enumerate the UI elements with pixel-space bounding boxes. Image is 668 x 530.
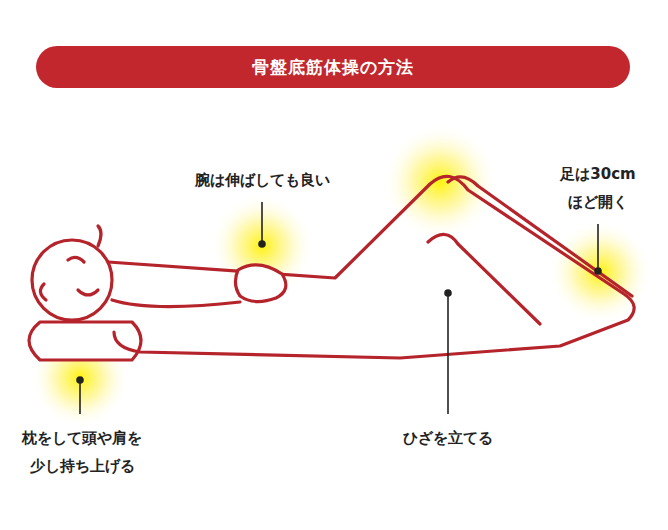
title: 骨盤底筋体操の方法 <box>252 56 414 79</box>
title-bar: 骨盤底筋体操の方法 <box>36 46 630 88</box>
callout-label: 足は30cm ほど開く <box>558 160 638 216</box>
head <box>32 240 112 320</box>
arm <box>112 300 240 307</box>
hair <box>98 226 101 246</box>
callout-label: ひざを立てる <box>368 424 528 452</box>
highlight-glows <box>30 124 652 428</box>
ear <box>40 284 46 300</box>
hands <box>235 265 285 302</box>
callout-label: 枕をして頭や肩を 少し持ち上げる <box>7 424 157 480</box>
mouth <box>78 290 98 295</box>
leader-lines <box>80 202 598 414</box>
pillow <box>29 322 141 360</box>
figure <box>29 176 634 360</box>
leader-dots <box>76 240 602 384</box>
inner-leg <box>428 234 540 324</box>
body-outline <box>108 176 634 358</box>
callout-label: 腕は伸ばしても良い <box>162 166 362 194</box>
eye <box>68 257 84 262</box>
